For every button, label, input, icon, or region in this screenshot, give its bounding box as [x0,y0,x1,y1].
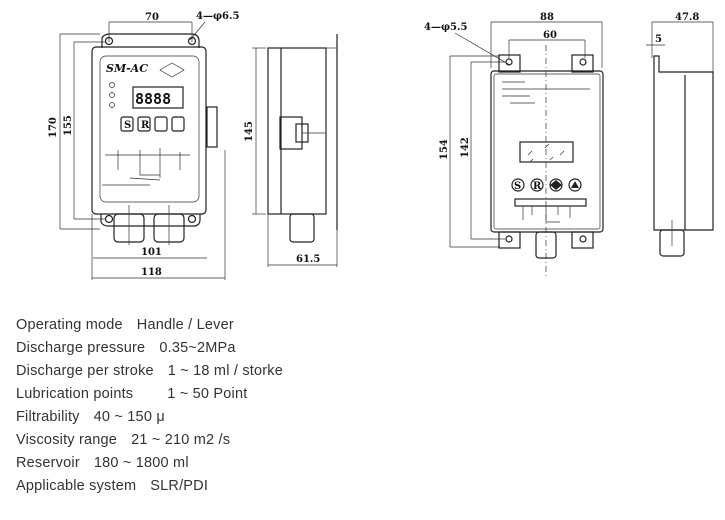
spec-value: 1 ~ 18 ml / storke [167,363,283,379]
r-button-r-label: R [533,181,542,192]
dim-r-flange: 5 [655,34,662,45]
display-digits: 8888 [135,90,171,108]
spec-list: Operating mode Handle / Lever Discharge p… [16,314,283,498]
dim-r-height-total: 154 [439,139,450,160]
model-label: SM-AC [106,62,148,75]
spec-label: Lubrication points [16,386,134,402]
spec-label: Filtrability [16,409,80,425]
dim-r-hole-spacing: 60 [543,30,557,41]
spec-item: Applicable system SLR/PDI [16,475,283,498]
spec-value: 21 ~ 210 m2 /s [131,432,231,448]
dim-width-inner: 101 [141,247,162,258]
dim-height-total: 170 [48,117,59,138]
spec-value: 40 ~ 150 μ [93,409,165,425]
dim-holes: 4—φ6.5 [196,11,239,22]
dim-side-height: 145 [244,121,255,142]
dim-width-total: 118 [141,267,162,278]
spec-value: 180 ~ 1800 ml [93,455,189,471]
spec-value: SLR/PDI [150,478,209,494]
spec-item: Lubrication points 1 ~ 50 Point [16,383,283,406]
button-s-label: S [124,120,131,131]
left-front-view: 70 4—φ6.5 SM-AC 8888 S R 170 155 [48,11,239,280]
dim-r-width-total: 88 [540,12,554,23]
technical-drawings: 70 4—φ6.5 SM-AC 8888 S R 170 155 [48,11,714,280]
spec-label: Operating mode [16,317,123,333]
button-r-label: R [141,120,150,131]
right-front-view: 88 60 4—φ5.5 S R 154 142 [424,12,604,278]
spec-value: 1 ~ 50 Point [167,386,248,402]
spec-item: Discharge pressure 0.35~2MPa [16,337,283,360]
spec-value: 0.35~2MPa [159,340,236,356]
r-button-s-label: S [514,181,521,192]
spec-label: Discharge per stroke [16,363,154,379]
dim-side-depth: 61.5 [296,254,320,265]
spec-value: Handle / Lever [136,317,234,333]
dim-r-height-holes: 142 [460,137,471,158]
spec-item: Viscosity range 21 ~ 210 m2 /s [16,429,283,452]
spec-label: Discharge pressure [16,340,146,356]
dim-hole-spacing: 70 [145,12,159,23]
left-side-view: 145 61.5 [244,34,338,267]
dim-height-holes: 155 [63,115,74,136]
right-side-view: 47.8 5 [646,12,714,257]
dim-r-holes: 4—φ5.5 [424,22,467,33]
spec-item: Filtrability 40 ~ 150 μ [16,406,283,429]
dim-r-side-depth: 47.8 [675,12,699,23]
spec-item: Reservoir 180 ~ 1800 ml [16,452,283,475]
spec-label: Reservoir [16,455,80,471]
spec-label: Applicable system [16,478,137,494]
spec-label: Viscosity range [16,432,118,448]
spec-item: Discharge per stroke 1 ~ 18 ml / storke [16,360,283,383]
spec-item: Operating mode Handle / Lever [16,314,283,337]
